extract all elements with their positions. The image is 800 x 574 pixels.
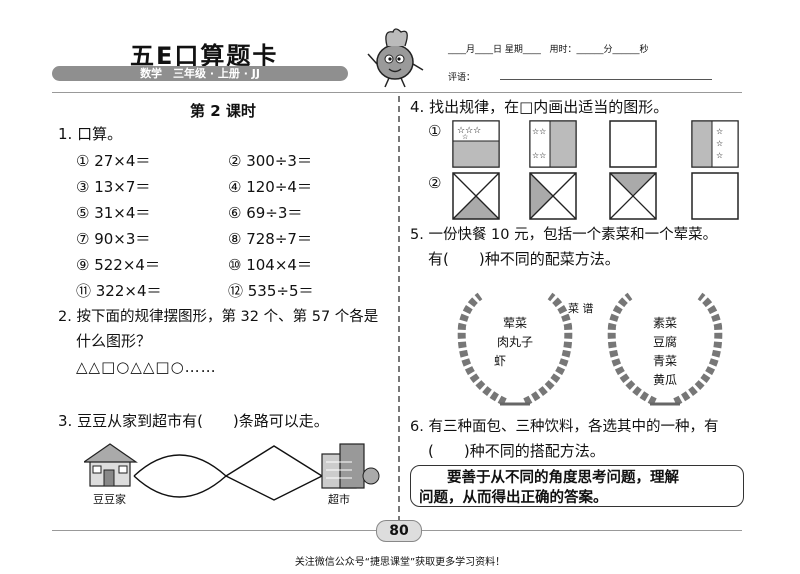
q5-line2: 有( )种不同的配菜方法。 <box>428 250 620 268</box>
veg-dish: 豆腐 <box>652 335 677 349</box>
calc-item: ② 300÷3＝ <box>228 152 312 170</box>
q6-line2: ( )种不同的搭配方法。 <box>428 442 605 460</box>
column-divider <box>398 96 400 522</box>
calc-item: ④ 120÷4＝ <box>228 178 312 196</box>
flag-box-4: ☆ ☆ ☆ <box>691 120 739 168</box>
tip-box: 要善于从不同的角度思考问题，理解 问题，从而得出正确的答案。 <box>410 465 744 507</box>
subject-label: 数学 三年级 · 上册 · JJ <box>140 67 260 80</box>
x-box-3 <box>609 172 657 220</box>
meat-dish: 肉丸子 <box>496 335 533 349</box>
header-rule <box>52 92 742 93</box>
supermarket-icon <box>321 443 380 489</box>
wreath-right-icon <box>607 292 723 406</box>
q2-line2: 什么图形？ <box>76 332 152 350</box>
page-number: 80 <box>376 520 422 542</box>
route-diagram <box>84 443 380 501</box>
answer-box-2 <box>691 172 739 220</box>
q2-line1: 2. 按下面的规律摆图形，第 32 个、第 57 个各是 <box>58 309 379 325</box>
lower-arc-path <box>133 475 227 498</box>
brand-title: 五E口算题卡 <box>130 42 279 70</box>
q4-title: 4. 找出规律，在□内画出适当的图形。 <box>410 98 669 116</box>
svg-text:☆: ☆ <box>716 139 723 148</box>
veg-dish: 青菜 <box>652 354 677 368</box>
veg-dish: 黄瓜 <box>652 373 677 387</box>
calc-item: ⑨ 522×4＝ <box>76 256 160 274</box>
svg-text:☆: ☆ <box>462 133 468 141</box>
shape-sequence: △△□○△△□○…… <box>76 358 217 376</box>
date-time-line: ____月____日 星期____ 用时：______分______秒 <box>448 45 649 55</box>
calc-item: ① 27×4＝ <box>76 152 151 170</box>
menu-title: 菜 谱 <box>568 302 594 315</box>
calc-item: ⑧ 728÷7＝ <box>228 230 312 248</box>
subject-bar: 数学 三年级 · 上册 · JJ <box>52 66 348 81</box>
pattern-row-2 <box>452 172 739 220</box>
house-icon <box>84 443 138 487</box>
svg-text:☆☆: ☆☆ <box>532 151 546 160</box>
lesson-title: 第 2 课时 <box>190 102 256 120</box>
calc-item: ⑪ 322×4＝ <box>76 282 162 300</box>
comment-label: 评语： <box>448 73 476 83</box>
row2-mark: ② <box>428 174 442 192</box>
calc-item: ⑤ 31×4＝ <box>76 204 151 222</box>
market-label: 超市 <box>328 493 350 506</box>
calc-item: ⑩ 104×4＝ <box>228 256 312 274</box>
meat-dish: 虾 <box>493 354 506 368</box>
calc-item: ⑦ 90×3＝ <box>76 230 151 248</box>
svg-text:☆☆☆: ☆☆☆ <box>457 126 481 136</box>
flag-box-1: ☆☆☆☆ <box>452 120 500 168</box>
tip-line1: 要善于从不同的角度思考问题，理解 <box>447 470 679 486</box>
calc-item: ③ 13×7＝ <box>76 178 151 196</box>
tip-line2: 问题，从而得出正确的答案。 <box>419 490 608 506</box>
pattern-row-1: ☆☆☆☆ ☆☆☆☆ ☆☆☆ <box>452 120 739 168</box>
wreath-left-icon <box>457 292 573 406</box>
svg-text:☆: ☆ <box>716 127 723 136</box>
lower-zigzag-path <box>225 475 323 501</box>
row1-mark: ① <box>428 122 442 140</box>
comment-line <box>500 79 712 80</box>
footer-note: 关注微信公众号“捷思课堂”获取更多学习资料！ <box>294 557 506 568</box>
svg-text:☆: ☆ <box>716 151 723 160</box>
q6-line1: 6. 有三种面包、三种饮料，各选其中的一种，有 <box>410 419 719 435</box>
svg-text:☆☆: ☆☆ <box>532 127 546 136</box>
answer-box-1 <box>609 120 657 168</box>
q5-line1: 5. 一份快餐 10 元，包括一个素菜和一个荤菜。 <box>410 227 718 243</box>
home-label: 豆豆家 <box>93 493 126 506</box>
x-box-1 <box>452 172 500 220</box>
meat-dish-header: 荤菜 <box>502 316 527 330</box>
veg-dish-header: 素菜 <box>652 316 677 330</box>
q1-title: 1. 口算。 <box>58 125 123 143</box>
calc-item: ⑫ 535÷5＝ <box>228 282 314 300</box>
upper-zigzag-path <box>225 445 323 477</box>
flag-box-2: ☆☆ ☆☆ <box>529 120 577 168</box>
upper-arc-path <box>133 454 227 477</box>
x-box-2 <box>529 172 577 220</box>
mascot-icon <box>367 28 424 88</box>
q3-text: 3. 豆豆从家到超市有( )条路可以走。 <box>58 412 329 430</box>
calc-item: ⑥ 69÷3＝ <box>228 204 303 222</box>
